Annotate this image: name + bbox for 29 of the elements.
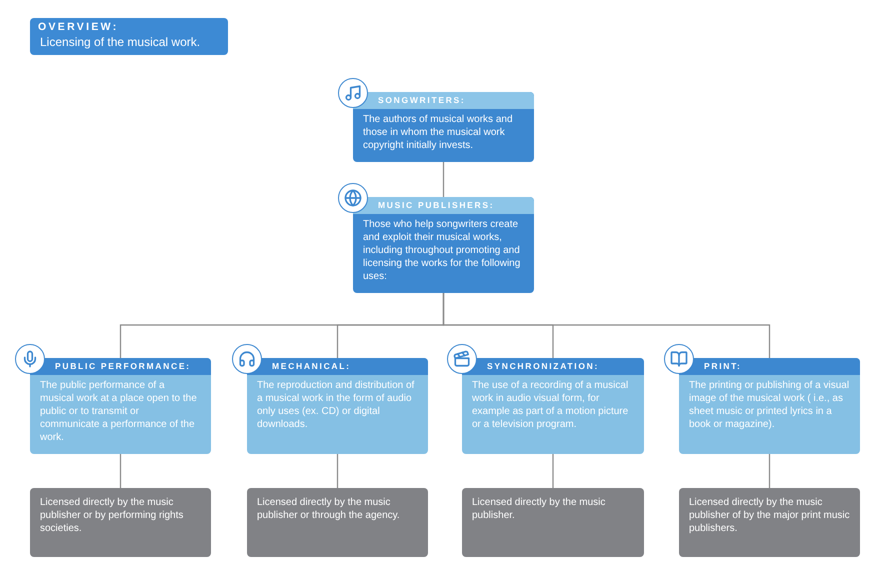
card-heading: SONGWRITERS: (353, 92, 534, 109)
card-heading: PUBLIC PERFORMANCE: (30, 358, 211, 375)
card-description: The printing or publishing of a visual image of the musical work ( i.e., as sheet music or printed lyrics in a book or magazine). (688, 379, 850, 431)
licensing-card (462, 488, 644, 557)
connector-line (768, 454, 770, 488)
overview-text: Licensing of the musical work. (39, 34, 202, 50)
licensing-text: Licensed directly by the music publisher of by the major print music publishers. (689, 496, 850, 535)
card-description: The authors of musical works and those in whom the musical work copyright initially invests. (362, 113, 514, 152)
card-description: The reproduction and distribution of a musical work in the form of audio only uses (ex. CD) or digital downloads. (256, 379, 416, 431)
card-description: Those who help songwriters create and exploit their musical works, including throughout promoting and licensing the works for the following uses: (362, 218, 522, 283)
card-heading: SYNCHRONIZATION: (462, 358, 644, 375)
licensing-text: Licensed directly by the music publisher. (472, 496, 606, 522)
card-heading: MECHANICAL: (247, 358, 428, 375)
card-description: The use of a recording of a musical work in audio visual form, for example as part of a motion picture or a television program. (471, 379, 630, 431)
connector-line (442, 162, 444, 197)
connector-line (552, 454, 554, 488)
connector-line (120, 454, 122, 488)
connector-line (442, 293, 770, 358)
licensing-card (247, 488, 428, 557)
card-heading: MUSIC PUBLISHERS: (353, 197, 534, 214)
licensing-card (30, 488, 211, 557)
card-heading: PRINT: (679, 358, 860, 375)
overview-heading: OVERVIEW: (38, 21, 120, 34)
licensing-text: Licensed directly by the music publisher or by performing rights societies. (40, 496, 184, 535)
overview-box (30, 18, 228, 55)
licensing-text: Licensed directly by the music publisher or through the agency. (257, 496, 401, 522)
connector-line (336, 454, 338, 488)
card-description: The public performance of a musical work at a place open to the public or to transmit or communicate a performance of the work. (39, 379, 198, 444)
licensing-card (679, 488, 860, 557)
